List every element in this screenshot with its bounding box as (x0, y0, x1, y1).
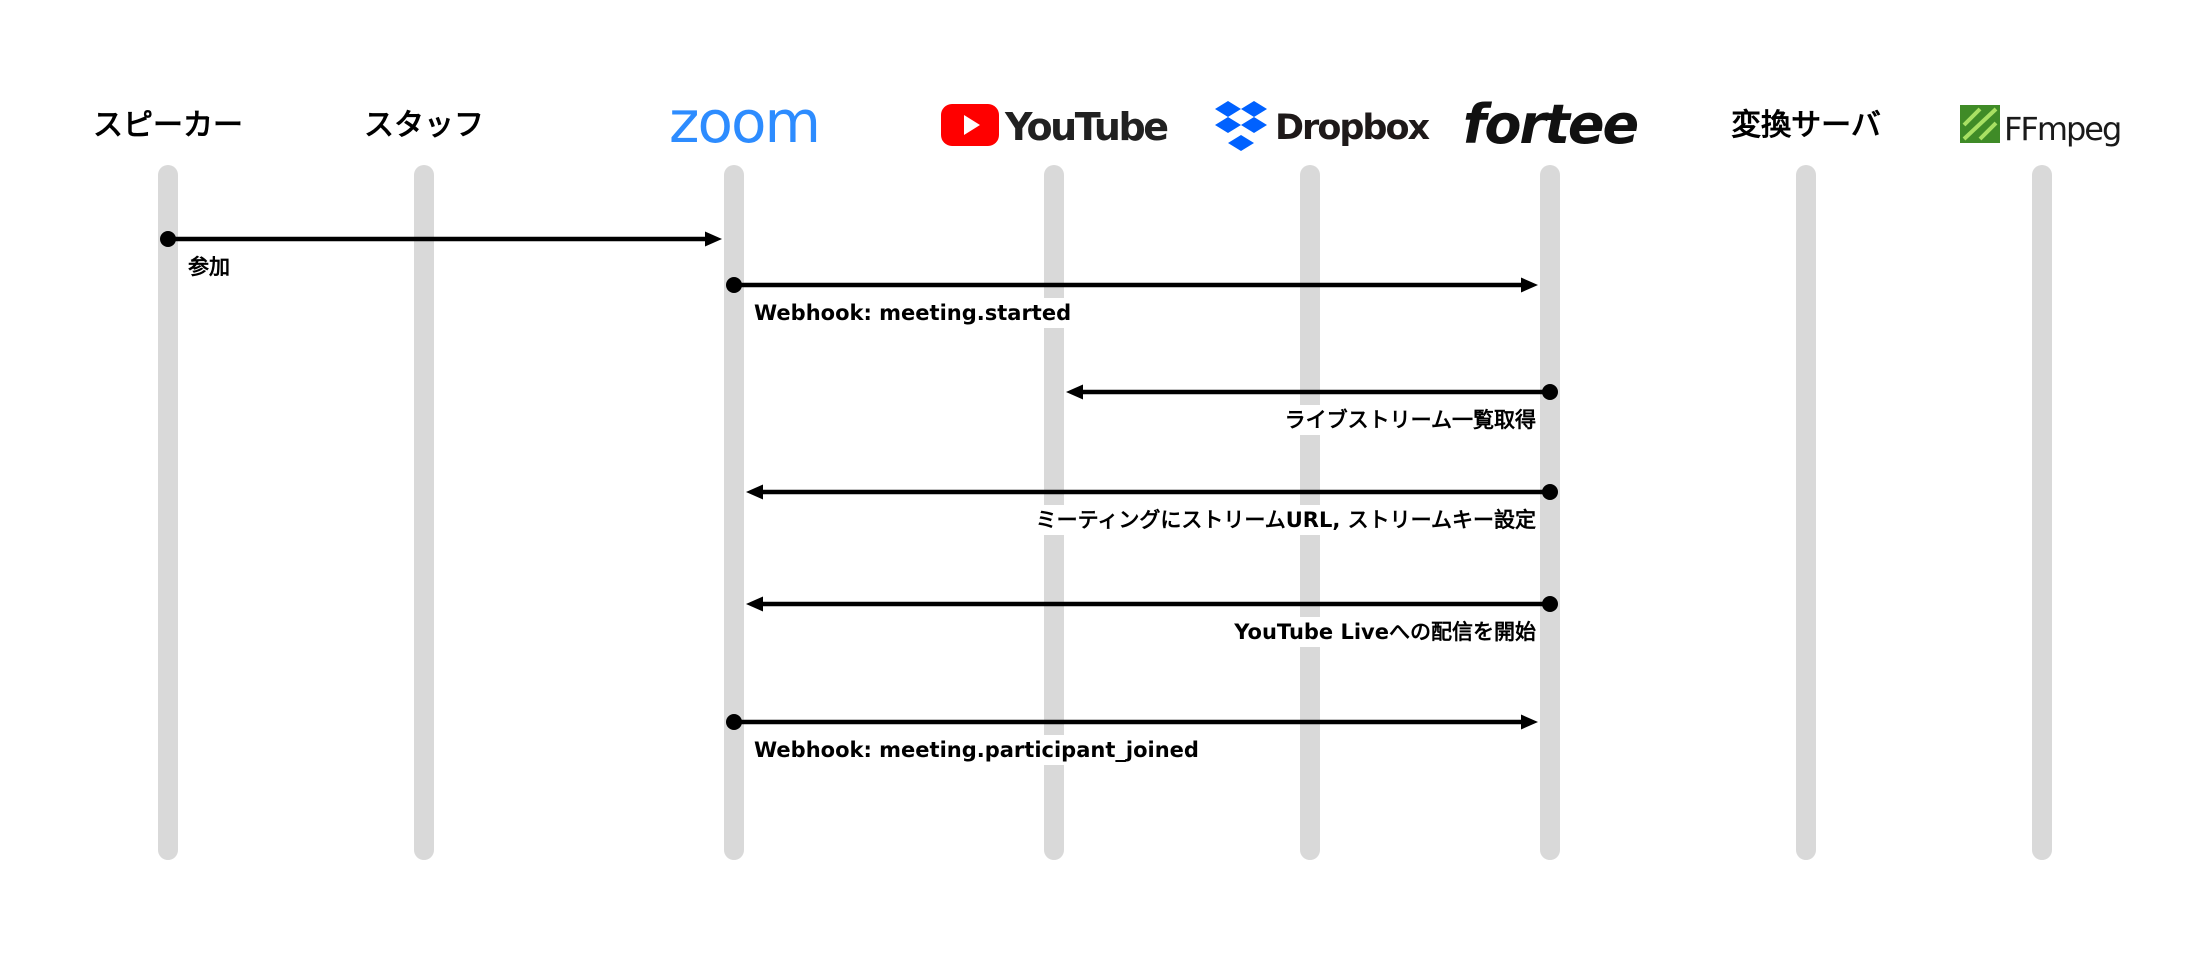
participant-zoom: zoom (669, 88, 821, 156)
participant-fortee: fortee (1463, 93, 1640, 156)
label-gap (1043, 735, 1065, 765)
arrow-head-icon (746, 596, 763, 612)
lifeline-fortee (1540, 165, 1560, 860)
label-gaps (1043, 298, 1321, 765)
lifeline-zoom (724, 165, 744, 860)
message-origin-dot (160, 231, 176, 247)
participant-label: スタッフ (364, 108, 484, 143)
arrow-head-icon (705, 231, 722, 247)
dropbox-logo-text: Dropbox (1275, 108, 1431, 148)
message-origin-dot (1542, 484, 1558, 500)
label-gap (1299, 505, 1321, 535)
label-gap (1043, 298, 1065, 328)
message-2: Webhook: meeting.started (726, 277, 1538, 325)
participant-label: スピーカー (93, 108, 243, 143)
message-6: Webhook: meeting.participant_joined (726, 714, 1538, 762)
messages: 参加 Webhook: meeting.started ライブストリーム一覧取得ミー… (160, 231, 1558, 762)
message-label: Webhook: meeting.started (754, 301, 1071, 325)
arrow-head-icon (1521, 277, 1538, 293)
message-label: ライブストリーム一覧取得 (1285, 408, 1536, 432)
lifeline-staff (414, 165, 434, 860)
participant-staff: スタッフ (364, 108, 484, 143)
message-origin-dot (1542, 596, 1558, 612)
arrow-head-icon (746, 484, 763, 500)
arrow-head-icon (1521, 714, 1538, 730)
message-label: Webhook: meeting.participant_joined (754, 738, 1199, 762)
participant-converter: 変換サーバ (1731, 108, 1881, 143)
message-label: 参加 (188, 255, 230, 279)
message-3: ライブストリーム一覧取得 (1066, 384, 1558, 432)
message-label: YouTube Liveへの配信を開始 (1233, 620, 1536, 644)
message-1: 参加 (160, 231, 722, 279)
youtube-play-icon (941, 104, 999, 146)
fortee-logo: fortee (1463, 93, 1638, 156)
participant-youtube: YouTube (941, 104, 1170, 149)
participant-ffmpeg: FFmpeg (1960, 105, 2122, 148)
arrow-head-icon (1066, 384, 1083, 400)
lifeline-converter (1796, 165, 1816, 860)
message-origin-dot (726, 714, 742, 730)
lifeline-ffmpeg (2032, 165, 2052, 860)
participant-speaker: スピーカー (93, 108, 243, 143)
message-origin-dot (726, 277, 742, 293)
message-origin-dot (1542, 384, 1558, 400)
ffmpeg-logo-text: FFmpeg (2004, 110, 2120, 148)
message-label: ミーティングにストリームURL, ストリームキー設定 (1036, 508, 1536, 532)
zoom-logo: zoom (669, 88, 819, 156)
ffmpeg-icon (1960, 105, 2000, 143)
dropbox-icon (1215, 101, 1267, 151)
participant-headers: スピーカー スタッフ zoom YouTube Dropbox fortee 変換サーバ FF… (93, 88, 2122, 156)
youtube-logo-text: YouTube (1004, 105, 1167, 149)
message-5: YouTube Liveへの配信を開始 (746, 596, 1558, 644)
label-gap (1299, 405, 1321, 435)
label-gap (1043, 505, 1065, 535)
participant-dropbox: Dropbox (1215, 101, 1433, 151)
participant-label: 変換サーバ (1731, 108, 1881, 143)
label-gap (1299, 617, 1321, 647)
message-4: ミーティングにストリームURL, ストリームキー設定 (746, 484, 1558, 532)
lifeline-speaker (158, 165, 178, 860)
